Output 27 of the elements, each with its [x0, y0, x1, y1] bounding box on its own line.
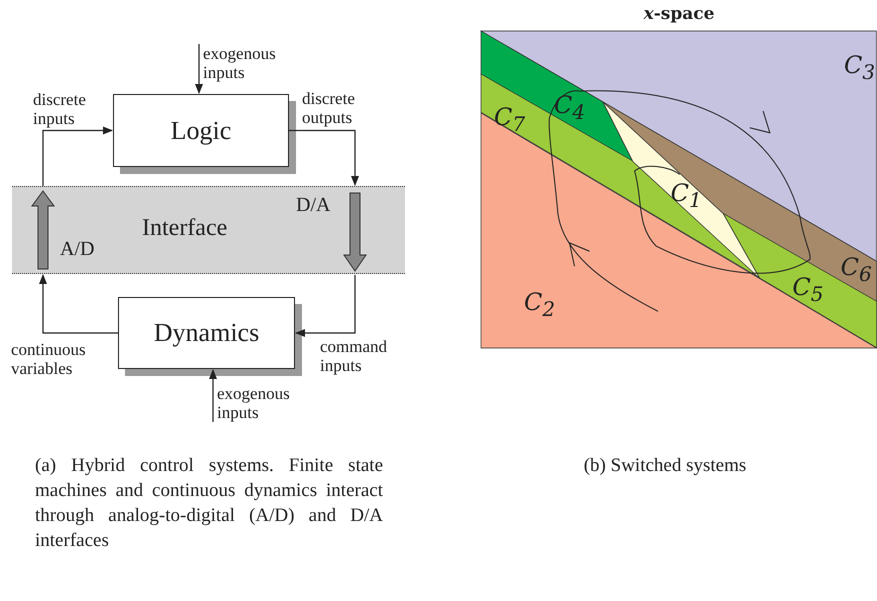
region-label: C$_{2}$ — [524, 288, 556, 322]
edge-label: discrete outputs — [302, 89, 356, 127]
region-label: C$_{6}$ — [840, 254, 872, 286]
panel-title: x-space — [642, 4, 716, 24]
converter-label: D/A — [296, 196, 330, 215]
region-label: C$_{1}$ — [670, 180, 702, 214]
box-title: Logic — [170, 116, 232, 146]
input-label: exogenous inputs — [203, 44, 298, 82]
region-label: C$_{5}$ — [792, 274, 824, 306]
converter-label: A/D — [60, 240, 94, 259]
arrow — [195, 44, 203, 94]
arrow — [39, 274, 118, 334]
arrow — [295, 275, 356, 337]
region-label: C$_{3}$ — [844, 52, 876, 85]
figure-caption: (b) Switched systems — [582, 454, 748, 478]
input-label: exogenous inputs — [217, 384, 312, 422]
box-title: Dynamics — [154, 318, 260, 348]
arrow — [289, 130, 359, 186]
edge-label: discrete inputs — [33, 90, 87, 128]
figure-caption: (a) Hybrid control systems. Finite state machines and continuous dynamics interact through analog-to-digital (A/D) and D/A interfaces — [35, 454, 383, 553]
region-label: C$_{7}$ — [494, 104, 526, 136]
edge-label: continuous variables — [11, 340, 87, 378]
band-title: Interface — [142, 215, 228, 242]
arrow — [209, 369, 217, 422]
edge-label: command inputs — [320, 337, 388, 375]
arrow — [42, 126, 113, 186]
interface-band — [12, 186, 405, 274]
